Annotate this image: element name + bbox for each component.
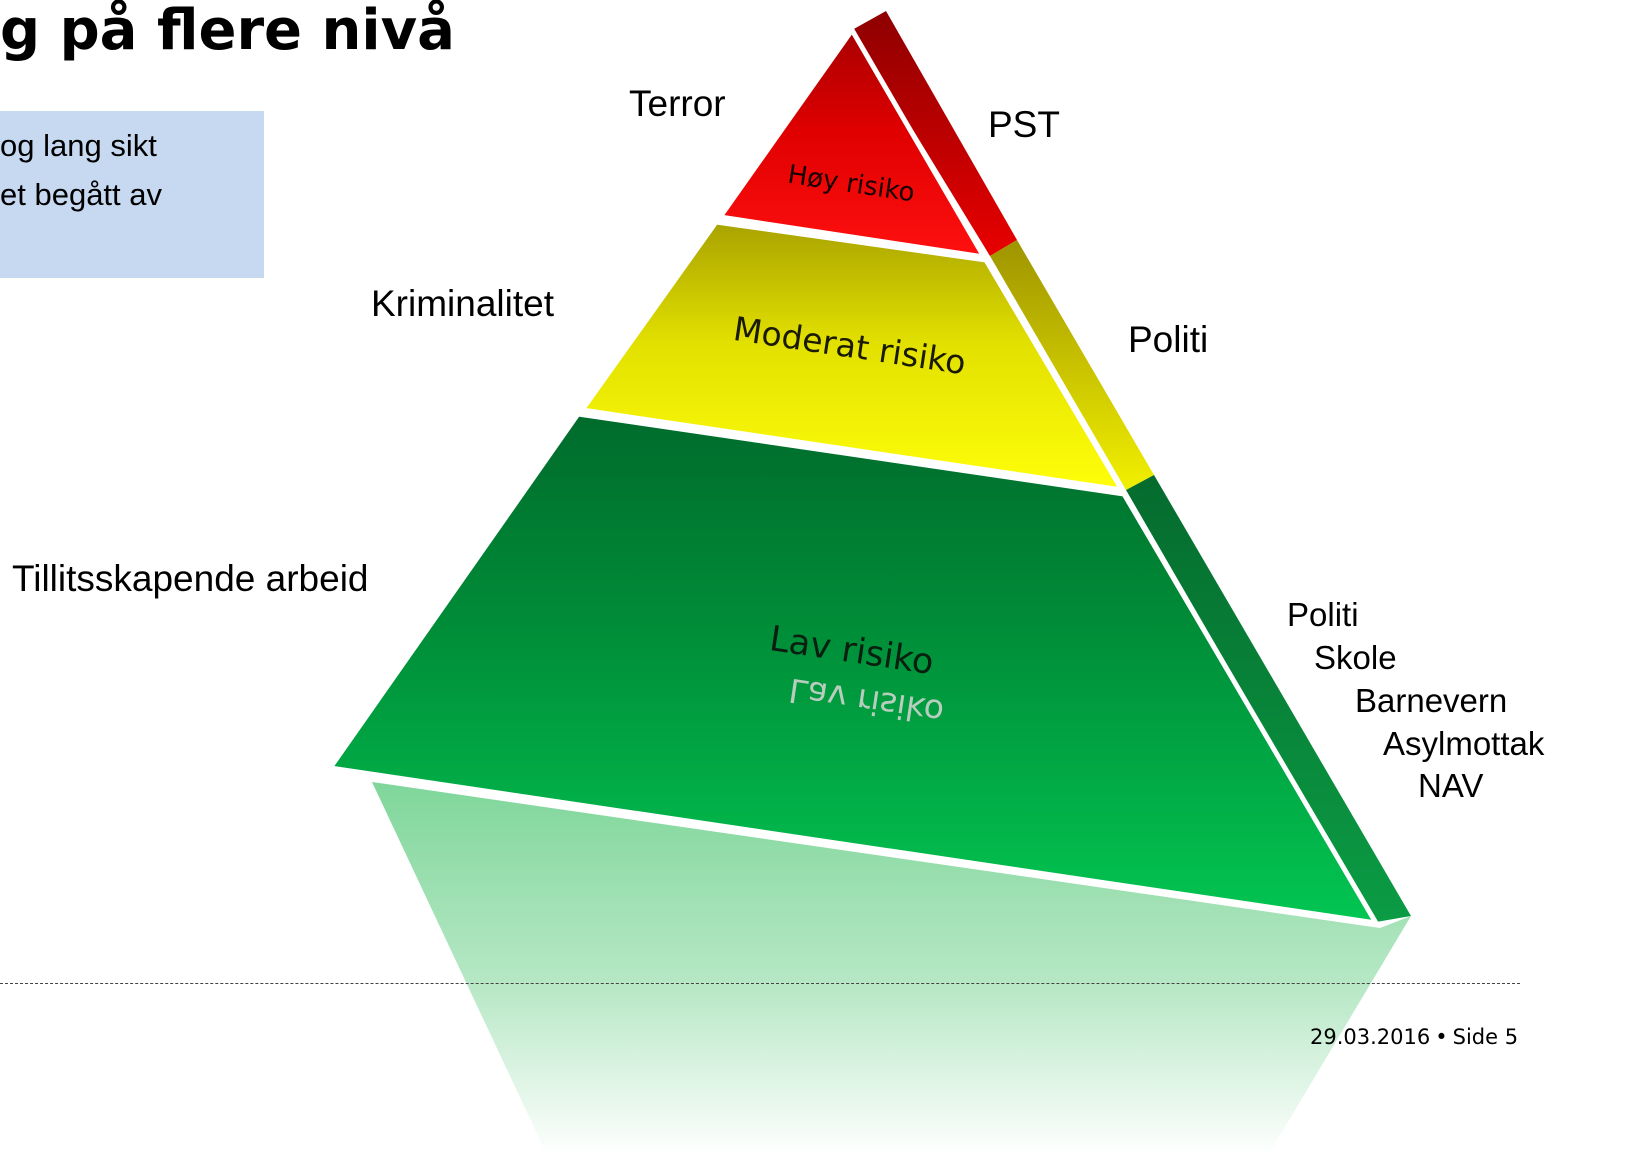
footer-divider (0, 983, 1520, 984)
base-agency-skole: Skole (1314, 639, 1397, 676)
base-agency-asylmottak: Asylmottak (1383, 725, 1545, 762)
pyramid-side-low (1126, 475, 1411, 922)
agency-label-pst: PST (988, 104, 1060, 145)
info-box-line-1: og lang sikt (0, 128, 157, 163)
pyramid-side-high (852, 11, 1017, 256)
base-agency-barnevern: Barnevern (1355, 682, 1508, 719)
footer-page-number: Side 5 (1452, 1025, 1519, 1049)
page-title: g på flere nivå (0, 0, 455, 63)
base-agency-politi: Politi (1287, 596, 1359, 633)
pyramid-side-moderate (990, 240, 1154, 490)
pyramid-tier-high (717, 27, 987, 260)
domain-label-kriminalitet: Kriminalitet (371, 283, 554, 324)
info-box-line-2: et begått av (0, 177, 163, 212)
info-box: og lang sikt et begått av (0, 111, 264, 278)
base-agency-nav: NAV (1418, 767, 1484, 804)
footer: 29.03.2016•Side 5 (1310, 1025, 1518, 1049)
domain-label-tillitsskapende: Tillitsskapende arbeid (12, 558, 369, 599)
footer-separator: • (1435, 1025, 1448, 1049)
agency-label-politi: Politi (1128, 319, 1209, 360)
domain-label-terror: Terror (629, 83, 726, 124)
pyramid-tier-low (327, 411, 1379, 926)
footer-date: 29.03.2016 (1310, 1025, 1431, 1049)
pyramid-reflection (372, 782, 1411, 1157)
pyramid-tier-moderate (579, 219, 1125, 493)
